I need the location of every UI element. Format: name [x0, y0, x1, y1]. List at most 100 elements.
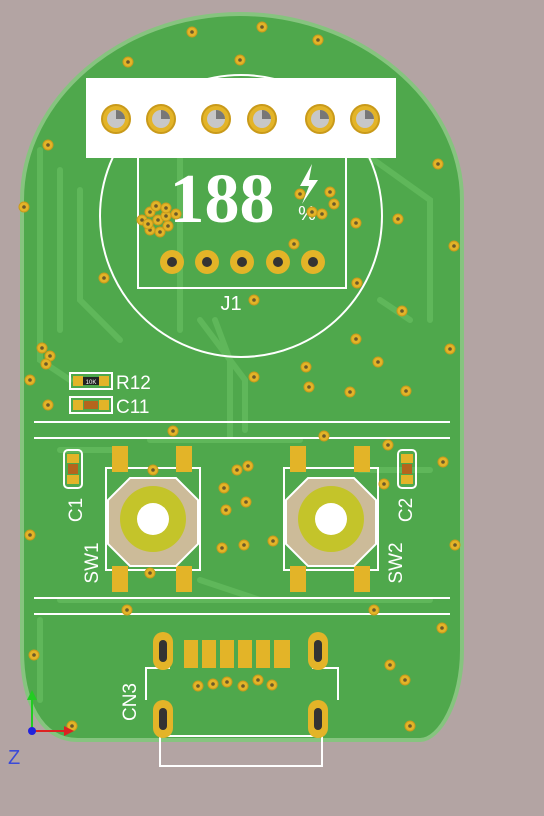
silk-lines	[34, 421, 450, 615]
via-hole	[146, 222, 150, 226]
header-pins	[101, 104, 380, 134]
via-hole	[148, 571, 152, 575]
via-hole	[316, 38, 320, 42]
via-hole	[220, 546, 224, 550]
label-r12: R12	[116, 373, 151, 394]
via-hole	[298, 192, 302, 196]
via-hole	[242, 543, 246, 547]
via-hole	[225, 680, 229, 684]
via-hole	[171, 429, 175, 433]
via-hole	[400, 309, 404, 313]
via-hole	[211, 682, 215, 686]
via-hole	[246, 464, 250, 468]
via-hole	[164, 214, 168, 218]
via-hole	[140, 218, 144, 222]
via-hole	[224, 508, 228, 512]
display-digits: 188	[170, 161, 275, 238]
r12-body-marking: 10K	[86, 380, 97, 386]
via-hole	[48, 354, 52, 358]
via-hole	[164, 206, 168, 210]
via-hole	[376, 360, 380, 364]
via-hole	[408, 724, 412, 728]
label-cn3: CN3	[120, 683, 141, 721]
via-hole	[354, 221, 358, 225]
via-hole	[452, 244, 456, 248]
via-hole	[441, 460, 445, 464]
display-outline	[99, 74, 383, 358]
via-hole	[448, 347, 452, 351]
vias	[18, 21, 461, 732]
via-hole	[190, 30, 194, 34]
via-hole	[403, 678, 407, 682]
via-hole	[307, 385, 311, 389]
axis-indicator	[27, 690, 74, 736]
via-hole	[151, 468, 155, 472]
via-hole	[46, 403, 50, 407]
via-hole	[222, 486, 226, 490]
via-hole	[355, 281, 359, 285]
via-hole	[166, 224, 170, 228]
copper-traces	[37, 147, 433, 703]
via-hole	[304, 365, 308, 369]
via-hole	[241, 684, 245, 688]
via-hole	[125, 608, 129, 612]
label-c2: C2	[396, 498, 417, 522]
via-hole	[292, 242, 296, 246]
label-j1: J1	[220, 293, 241, 315]
via-hole	[46, 143, 50, 147]
label-c11: C11	[116, 397, 149, 418]
c1-footprint	[63, 449, 83, 489]
via-hole	[252, 298, 256, 302]
via-hole	[156, 218, 160, 222]
via-hole	[453, 543, 457, 547]
via-hole	[252, 375, 256, 379]
sw2-footprint	[283, 446, 379, 592]
via-hole	[244, 500, 248, 504]
via-hole	[310, 210, 314, 214]
via-hole	[28, 378, 32, 382]
via-hole	[404, 389, 408, 393]
sw1-footprint	[105, 446, 201, 592]
via-hole	[354, 337, 358, 341]
via-hole	[270, 683, 274, 687]
via-hole	[102, 276, 106, 280]
r12-footprint: 10K	[69, 372, 113, 390]
via-hole	[148, 210, 152, 214]
via-hole	[372, 608, 376, 612]
via-hole	[32, 653, 36, 657]
via-hole	[386, 443, 390, 447]
j1-pins	[160, 250, 325, 274]
via-hole	[28, 533, 32, 537]
via-hole	[332, 202, 336, 206]
via-hole	[271, 539, 275, 543]
via-hole	[256, 678, 260, 682]
header-body	[86, 78, 396, 158]
via-hole	[174, 212, 178, 216]
via-hole	[154, 204, 158, 208]
label-sw1: SW1	[82, 542, 103, 583]
label-sw2: SW2	[386, 542, 407, 583]
via-hole	[44, 362, 48, 366]
via-hole	[22, 205, 26, 209]
via-hole	[440, 626, 444, 630]
label-c1: C1	[66, 498, 87, 522]
c2-footprint	[397, 449, 417, 489]
via-hole	[436, 162, 440, 166]
label-axis-z: Z	[8, 747, 20, 769]
via-hole	[70, 724, 74, 728]
via-hole	[388, 663, 392, 667]
via-hole	[238, 58, 242, 62]
via-hole	[348, 390, 352, 394]
via-hole	[322, 434, 326, 438]
via-hole	[382, 482, 386, 486]
via-hole	[260, 25, 264, 29]
via-hole	[158, 230, 162, 234]
via-hole	[328, 190, 332, 194]
via-hole	[196, 684, 200, 688]
via-hole	[126, 60, 130, 64]
c11-footprint	[69, 396, 113, 414]
cn3-footprint	[145, 632, 339, 767]
via-hole	[320, 212, 324, 216]
via-hole	[40, 346, 44, 350]
